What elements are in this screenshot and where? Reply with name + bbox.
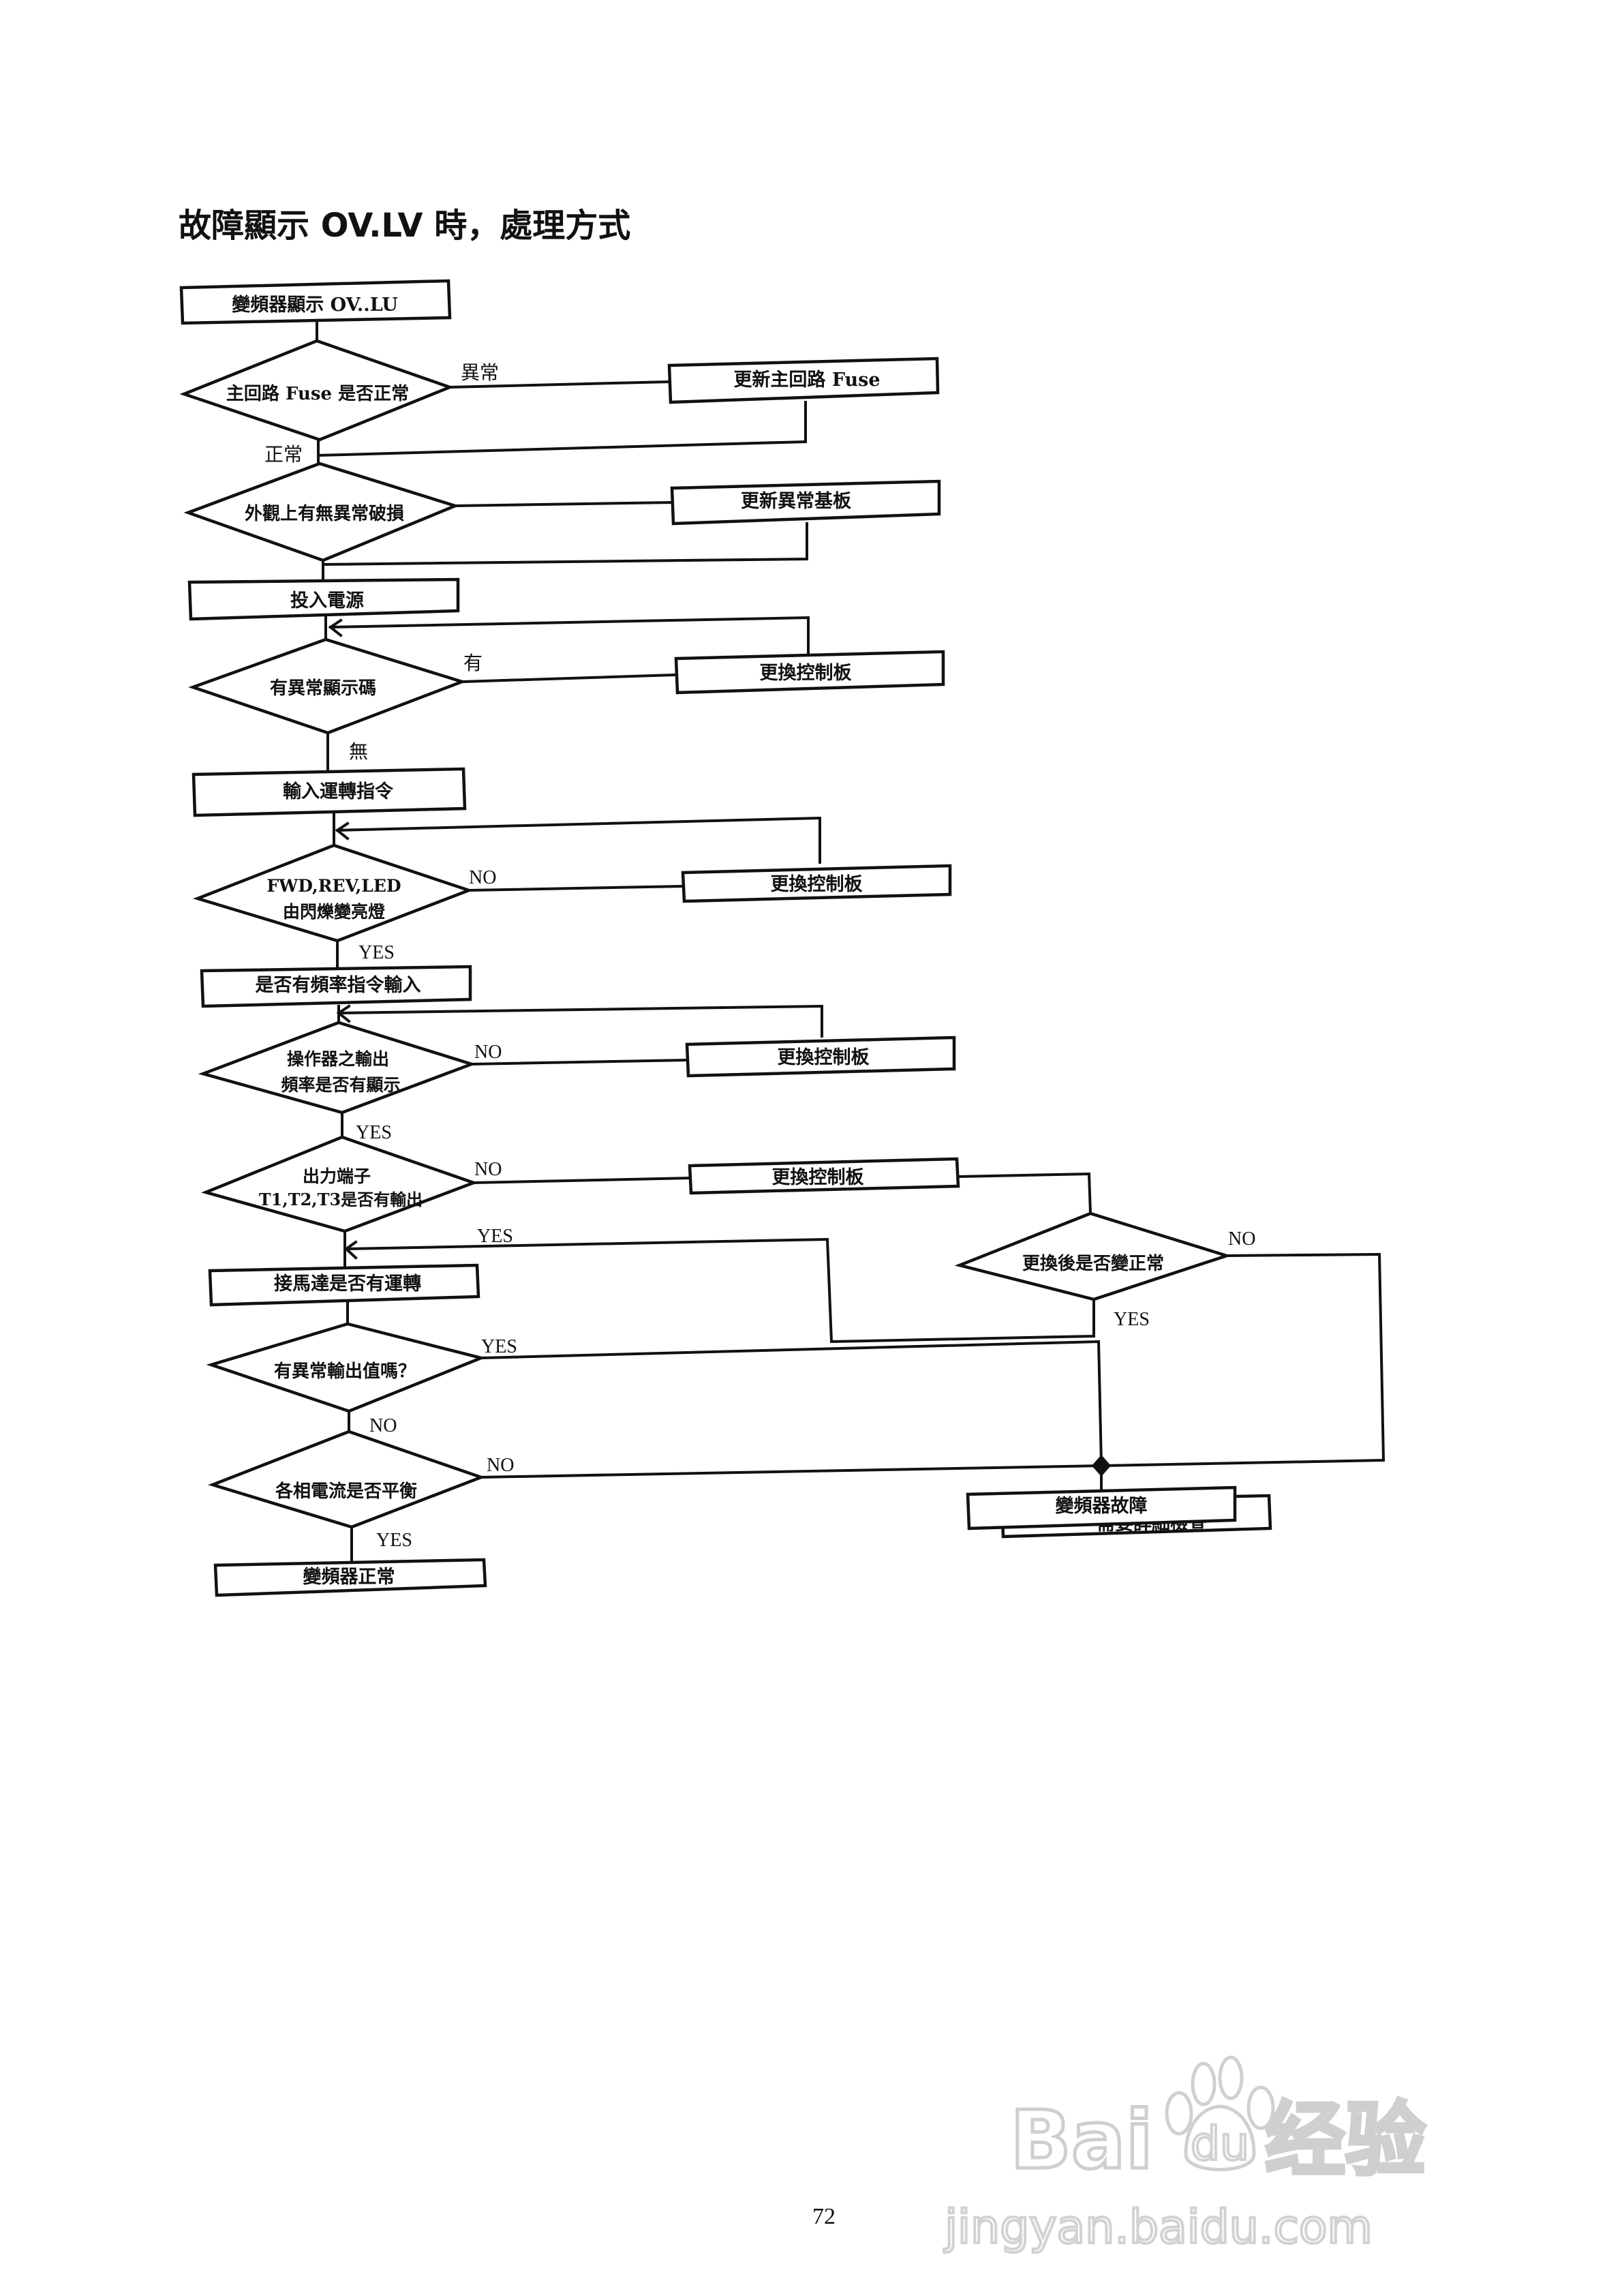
decision-led-status-line1: FWD,REV,LED bbox=[266, 876, 401, 896]
edge-damage-yes bbox=[453, 500, 674, 508]
edge-bal-no bbox=[479, 1464, 1103, 1479]
node-replace-ctrl-2-label: 更換控制板 bbox=[771, 874, 863, 895]
node-inverter-fault-label: 變頻器故障 bbox=[1056, 1495, 1148, 1517]
node-inverter-fault[interactable]: 變頻器故障 bbox=[966, 1485, 1237, 1530]
page-title: 故障顯示 OV.LV 時，處理方式 bbox=[179, 207, 630, 245]
label-err-no: 無 bbox=[349, 741, 368, 763]
watermark-brand-prefix: Bai bbox=[1010, 2093, 1153, 2187]
edge-after-no bbox=[1102, 1252, 1386, 1468]
decision-freq-display[interactable]: 操作器之輸出 頻率是否有顯示 bbox=[198, 1021, 476, 1115]
node-replace-ctrl-3-label: 更換控制板 bbox=[778, 1047, 870, 1068]
decision-phase-balance-label: 各相電流是否平衡 bbox=[275, 1481, 417, 1502]
node-power-on-label: 投入電源 bbox=[290, 590, 364, 611]
node-replace-fuse[interactable]: 更新主回路 Fuse bbox=[667, 357, 940, 404]
label-bal-yes: YES bbox=[376, 1530, 412, 1551]
node-replace-ctrl-2[interactable]: 更換控制板 bbox=[681, 864, 952, 903]
watermark-url: jingyan.baidu.com bbox=[943, 2201, 1373, 2254]
node-replace-ctrl-3[interactable]: 更換控制板 bbox=[685, 1036, 956, 1078]
decision-freq-display-line1: 操作器之輸出 bbox=[287, 1049, 389, 1069]
edge-led-no bbox=[467, 884, 685, 892]
label-after-no: NO bbox=[1228, 1228, 1255, 1250]
watermark-brand-suffix: 经验 bbox=[1265, 2093, 1426, 2187]
decision-terminal-output[interactable]: 出力端子 T1,T2,T3是否有輸出 bbox=[201, 1135, 478, 1233]
page-number: 72 bbox=[812, 2204, 836, 2229]
node-inverter-normal-label: 變頻器正常 bbox=[303, 1566, 395, 1588]
decision-error-code-label: 有異常顯示碼 bbox=[270, 678, 376, 699]
decision-after-replace-label: 更換後是否變正常 bbox=[1022, 1253, 1164, 1274]
node-run-command-label: 輸入運轉指令 bbox=[283, 781, 394, 802]
edge-term-no bbox=[472, 1176, 692, 1185]
decision-terminal-output-line2: T1,T2,T3是否有輸出 bbox=[259, 1190, 423, 1209]
decision-led-status[interactable]: FWD,REV,LED 由閃爍變亮燈 bbox=[193, 843, 474, 943]
node-freq-command[interactable]: 是否有頻率指令輸入 bbox=[200, 965, 472, 1008]
label-freq-no: NO bbox=[474, 1042, 502, 1063]
node-motor-running-label: 接馬達是否有運轉 bbox=[274, 1273, 421, 1295]
arrow-head bbox=[335, 821, 350, 841]
decision-visible-damage[interactable]: 外觀上有無異常破損 bbox=[183, 462, 460, 562]
label-err-yes: 有 bbox=[463, 652, 483, 674]
edge-err-yes bbox=[460, 673, 678, 684]
decision-error-code[interactable]: 有異常顯示碼 bbox=[188, 637, 467, 735]
node-replace-ctrl-1-label: 更換控制板 bbox=[760, 663, 852, 684]
edge-ctrl1-return bbox=[328, 616, 810, 654]
decision-phase-balance[interactable]: 各相電流是否平衡 bbox=[208, 1430, 486, 1529]
arrow-head bbox=[328, 618, 343, 637]
node-inverter-normal[interactable]: 變頻器正常 bbox=[213, 1558, 487, 1597]
node-replace-ctrl-4[interactable]: 更換控制板 bbox=[688, 1157, 960, 1195]
decision-abnormal-output-label: 有異常輸出值嗎？ bbox=[274, 1361, 416, 1382]
edge-ctrl2-return bbox=[335, 816, 821, 864]
node-replace-board-label: 更新異常基板 bbox=[741, 490, 851, 512]
node-power-on[interactable]: 投入電源 bbox=[187, 577, 460, 621]
node-motor-running[interactable]: 接馬達是否有運轉 bbox=[208, 1263, 480, 1307]
decision-after-replace[interactable]: 更換後是否變正常 bbox=[954, 1211, 1232, 1301]
label-led-no: NO bbox=[469, 867, 496, 888]
node-start-label: 變頻器顯示 OV..LU bbox=[232, 294, 398, 316]
baidu-watermark: Bai du 经验 jingyan.baidu.com bbox=[942, 2055, 1428, 2256]
node-start[interactable]: 變頻器顯示 OV..LU bbox=[179, 279, 452, 325]
edge-board-return bbox=[321, 522, 808, 567]
decision-abnormal-output[interactable]: 有異常輸出值嗎？ bbox=[206, 1322, 487, 1413]
label-fuse-abnormal: 異常 bbox=[461, 362, 499, 384]
edge-freq-no bbox=[470, 1058, 689, 1066]
label-freq-yes: YES bbox=[356, 1122, 392, 1143]
label-fuse-normal: 正常 bbox=[264, 444, 303, 466]
edge-labels: 異常 正常 有 無 NO YES NO YES NO YES NO YES YE… bbox=[264, 362, 1255, 1551]
decision-fuse-normal[interactable]: 主回路 Fuse 是否正常 bbox=[179, 339, 455, 442]
connectors bbox=[316, 320, 1386, 1564]
node-freq-command-label: 是否有頻率指令輸入 bbox=[256, 974, 421, 996]
watermark-brand-paw: du bbox=[1191, 2117, 1249, 2171]
decision-freq-display-line2: 頻率是否有顯示 bbox=[281, 1075, 400, 1095]
decision-terminal-output-line1: 出力端子 bbox=[303, 1166, 371, 1186]
edge-abn-yes bbox=[479, 1340, 1103, 1466]
edge-ctrl3-return bbox=[337, 1004, 823, 1038]
decision-led-status-line2: 由閃爍變亮燈 bbox=[283, 902, 385, 922]
node-replace-ctrl-4-label: 更換控制板 bbox=[772, 1167, 864, 1188]
node-replace-fuse-label: 更新主回路 Fuse bbox=[733, 369, 880, 391]
edge-fuse-return bbox=[316, 401, 807, 457]
label-led-yes: YES bbox=[358, 942, 395, 963]
label-abn-no: NO bbox=[369, 1415, 397, 1436]
edge-fuse-abnormal bbox=[448, 380, 671, 389]
arrow-head bbox=[336, 1004, 351, 1023]
label-bal-no: NO bbox=[487, 1455, 514, 1476]
paw-icon bbox=[1165, 2055, 1275, 2171]
node-replace-board[interactable]: 更新異常基板 bbox=[670, 479, 941, 526]
label-abn-yes: YES bbox=[481, 1336, 517, 1357]
node-replace-ctrl-1[interactable]: 更換控制板 bbox=[674, 650, 945, 695]
junction-node bbox=[1092, 1455, 1111, 1477]
node-run-command[interactable]: 輸入運轉指令 bbox=[192, 767, 467, 817]
label-after-yes: YES bbox=[1114, 1309, 1150, 1330]
edge-after-yes bbox=[344, 1237, 1095, 1344]
label-term-yes: YES bbox=[477, 1226, 513, 1247]
decision-visible-damage-label: 外觀上有無異常破損 bbox=[245, 504, 404, 524]
label-term-no: NO bbox=[474, 1159, 502, 1180]
edge-ctrl4-after bbox=[956, 1172, 1092, 1215]
decision-fuse-normal-label: 主回路 Fuse 是否正常 bbox=[226, 383, 409, 404]
